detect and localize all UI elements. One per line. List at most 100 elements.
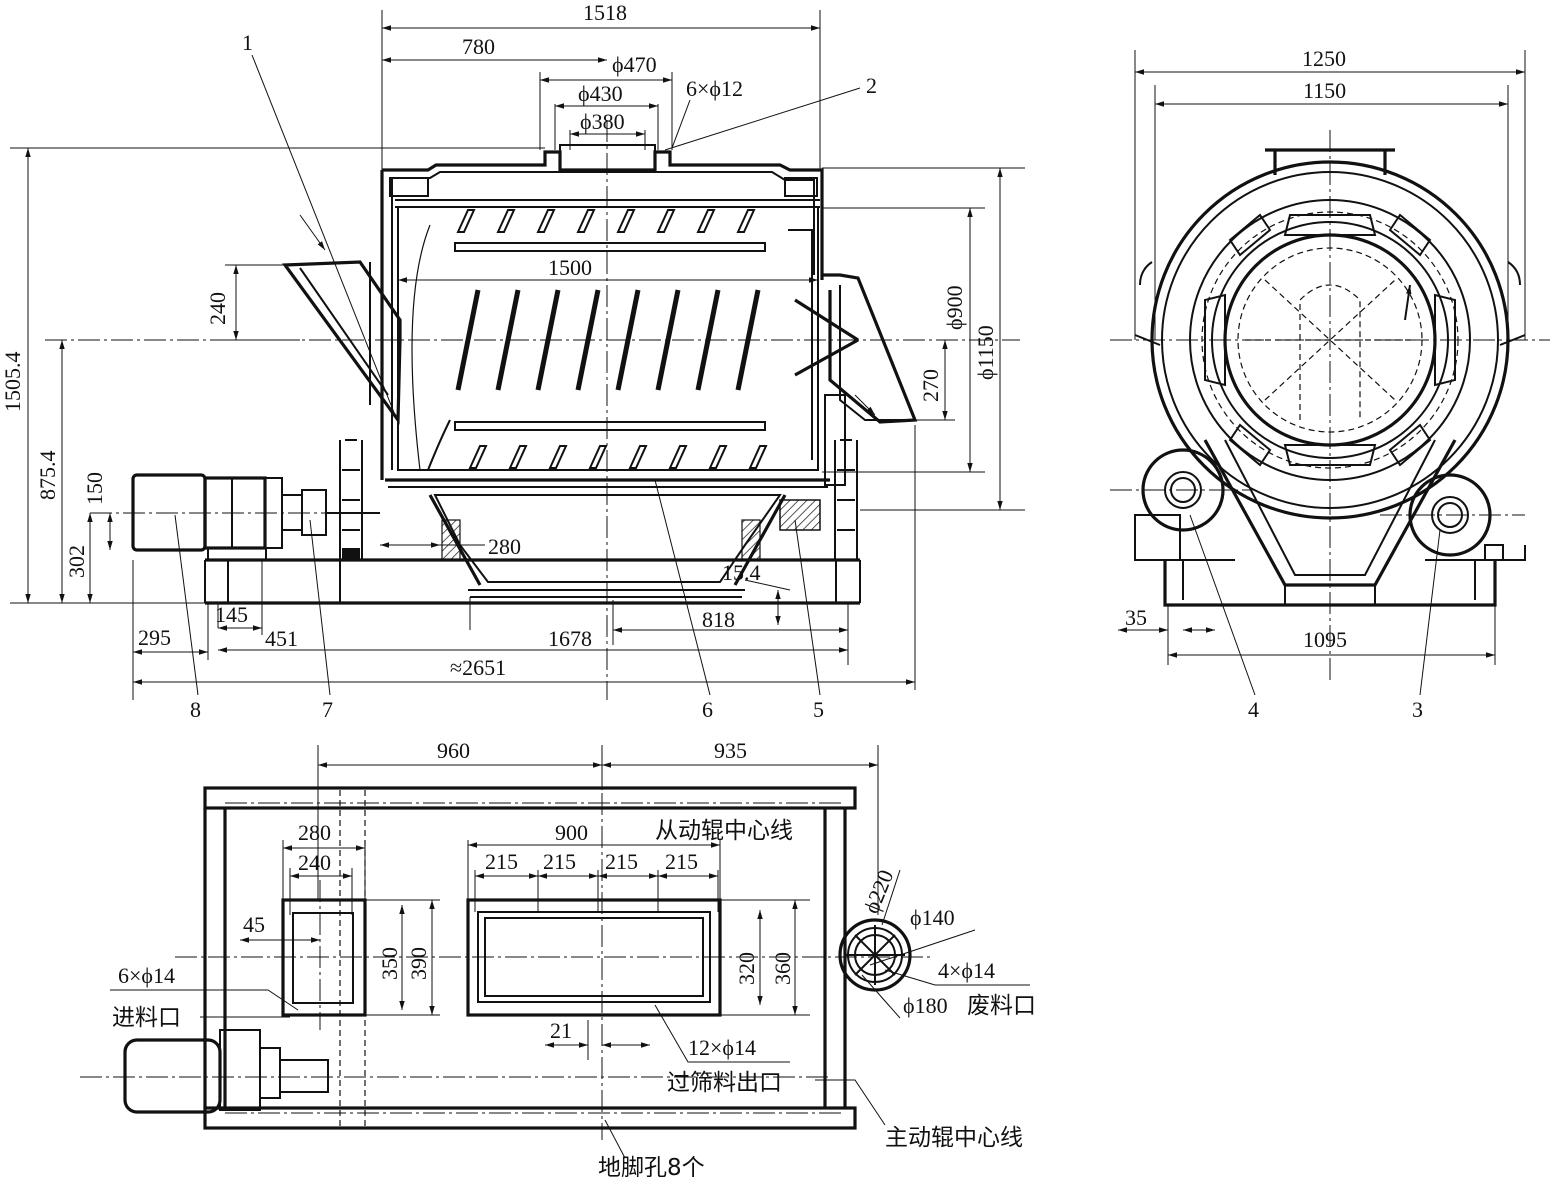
part-7: 7	[322, 697, 333, 722]
hood-corner-right	[784, 177, 818, 197]
left-post-foot	[342, 548, 360, 560]
plan-hidden-rails	[339, 790, 366, 1128]
dim-phi380: ϕ380	[580, 109, 625, 134]
inner-spokes-hidden	[1245, 279, 1415, 420]
upper-screen-bar	[454, 242, 766, 252]
plan-dim-900: 900	[555, 820, 588, 845]
drum-inner-curve	[411, 224, 431, 471]
plan-dim-320: 320	[734, 952, 759, 985]
plan-dim-215-b: 215	[543, 849, 576, 874]
side-top-flange	[1265, 148, 1395, 175]
side-dim-1095: 1095	[1303, 627, 1347, 652]
part-8: 8	[190, 697, 201, 722]
plan-dim-phi140: ϕ140	[910, 905, 955, 930]
plan-dim-960: 960	[437, 738, 470, 763]
dim-875-4: 875.4	[35, 451, 60, 501]
dim-150: 150	[82, 472, 107, 505]
plan-dim-350: 350	[377, 947, 402, 980]
left-post	[339, 439, 363, 560]
dim-780: 780	[462, 34, 495, 59]
dim-phi900: ϕ900	[942, 285, 967, 330]
dim-1500: 1500	[548, 255, 592, 280]
dim-270: 270	[918, 369, 943, 402]
drum-body	[397, 207, 819, 471]
plan-dim-360: 360	[770, 952, 795, 985]
plan-dim-390: 390	[406, 947, 431, 980]
dim-1505-4: 1505.4	[0, 352, 25, 413]
right-inner-seal	[741, 519, 761, 561]
plan-view	[80, 760, 930, 1140]
plan-dim-215-d: 215	[665, 849, 698, 874]
side-view	[1110, 130, 1550, 680]
side-view-dimensions: 1250 1150 35 1095 4 3	[1118, 46, 1526, 722]
dim-295: 295	[138, 625, 171, 650]
label-driving-roller-centerline: 主动辊中心线	[885, 1125, 1023, 1151]
right-seal-hatch	[779, 499, 821, 531]
label-waste-outlet: 废料口	[967, 993, 1036, 1019]
screen-slats	[455, 289, 761, 391]
dim-15-4: 15.4	[722, 560, 761, 585]
side-dim-1250: 1250	[1302, 46, 1346, 71]
inlet-flow-arrow	[299, 214, 326, 251]
dim-phi430: ϕ430	[578, 81, 623, 106]
housing-outline	[380, 150, 824, 480]
plan-dim-215-a: 215	[485, 849, 518, 874]
label-inlet: 进料口	[112, 1005, 181, 1031]
rotation-arrow	[1404, 284, 1412, 321]
part-3: 3	[1412, 697, 1423, 722]
plan-dim-935: 935	[714, 738, 747, 763]
inlet-chute	[281, 260, 402, 425]
drum-right-inner	[788, 229, 813, 460]
plan-dim-6xphi14: 6×ϕ14	[118, 963, 175, 988]
side-bearing-left	[1134, 514, 1181, 561]
plan-dim-280: 280	[298, 820, 331, 845]
dim-302: 302	[64, 545, 89, 578]
dim-818: 818	[702, 607, 735, 632]
plan-coupling-a	[259, 1047, 281, 1099]
dim-240: 240	[205, 292, 230, 325]
housing-inner	[391, 171, 815, 470]
dim-1518: 1518	[583, 0, 627, 25]
dim-451: 451	[265, 626, 298, 651]
plan-dim-21: 21	[550, 1018, 572, 1043]
top-blades	[456, 209, 756, 233]
side-lugs	[1134, 261, 1526, 346]
side-base-ribs	[1182, 560, 1476, 605]
front-view-dimensions: 1518 780 ϕ470 ϕ430 ϕ380 6×ϕ12 1500 240 2…	[0, 0, 1025, 722]
hood-corner-left	[389, 177, 429, 197]
screened-outlet-outer	[466, 898, 722, 1017]
bottom-blades	[468, 445, 768, 469]
plan-dim-4xphi14: 4×ϕ14	[938, 958, 995, 983]
dim-1678: 1678	[548, 626, 592, 651]
dim-145: 145	[215, 602, 248, 627]
label-screened-outlet: 过筛料出口	[667, 1070, 782, 1096]
side-bearing-right	[1484, 544, 1504, 561]
drum-ring-dashed	[1201, 211, 1459, 469]
label-anchor-holes: 地脚孔8个	[598, 1155, 705, 1177]
top-flange	[559, 144, 656, 152]
side-base-frame	[1163, 560, 1497, 607]
dim-phi470: ϕ470	[612, 52, 657, 77]
drum-ring-inner	[1211, 221, 1449, 459]
plan-dim-phi220: ϕ220	[858, 866, 898, 917]
plan-dim-phi180: ϕ180	[903, 993, 948, 1018]
plan-dim-240: 240	[298, 850, 331, 875]
screened-outlet-inner	[484, 917, 704, 997]
part-6: 6	[702, 697, 713, 722]
side-dim-35: 35	[1125, 605, 1147, 630]
right-post	[834, 439, 858, 560]
base-frame-ribs	[204, 560, 861, 603]
inlet-opening-inner	[292, 912, 354, 1004]
plan-frame-bottom	[203, 1106, 857, 1130]
plan-frame-sides	[203, 808, 847, 1108]
front-view	[45, 120, 1020, 700]
side-hopper-inner	[1224, 439, 1436, 576]
lower-screen-bar	[454, 421, 766, 431]
part-2: 2	[866, 73, 877, 98]
plan-dim-45: 45	[243, 912, 265, 937]
left-seal-hatch	[441, 519, 461, 561]
drum-ribs	[1204, 213, 1456, 467]
outlet-flow-arrow	[854, 394, 876, 416]
